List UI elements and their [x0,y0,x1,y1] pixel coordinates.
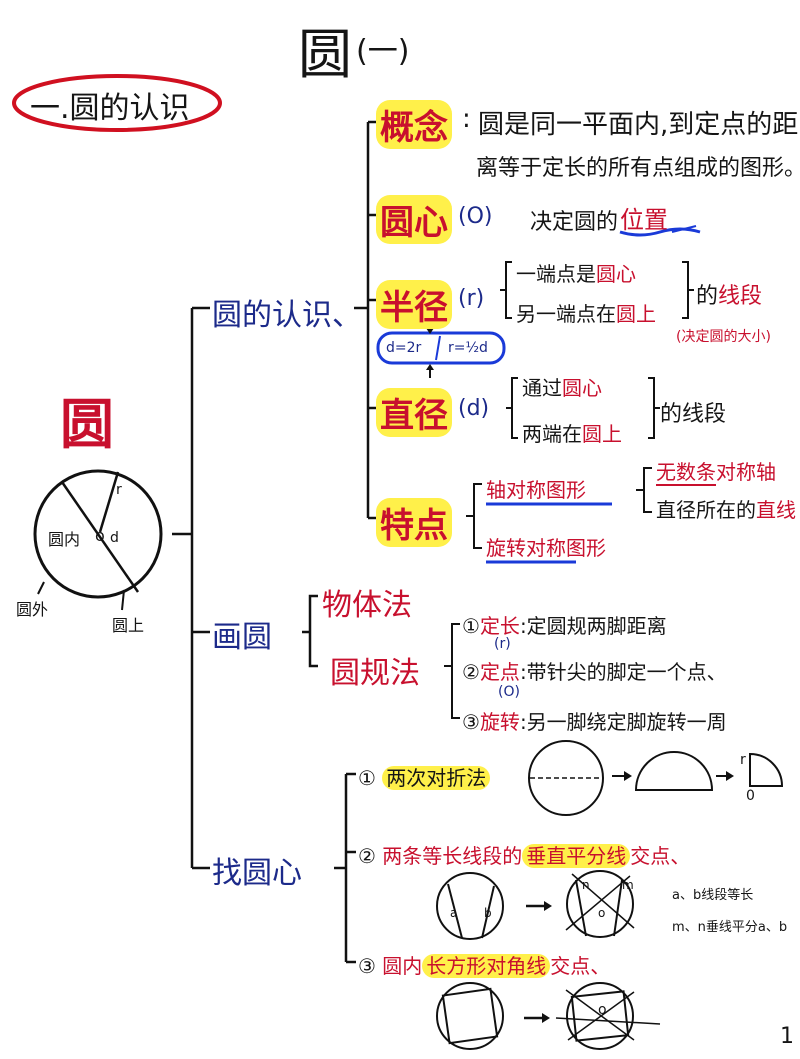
diameter-symbol: (d) [458,396,490,421]
radius-symbol: (r) [458,286,485,311]
fold-letter-zero: 0 [746,788,755,804]
step-1: ①定长:定圆规两脚距离 [462,614,667,638]
section-ellipse [12,74,222,132]
radius-result: 的线段 [696,284,763,309]
center-term: 圆心 [376,195,452,244]
find-step-2: ② 两条等长线段的垂直平分线交点、 [358,844,691,868]
diameter-line1-key: 圆心 [562,376,602,400]
section-label: 一.圆的认识 [30,91,190,126]
branch2-label: 画圆 [212,620,272,655]
feature-axis: 轴对称图形 [486,478,586,502]
method-object: 物体法 [322,588,412,623]
half-circle [634,751,714,791]
circle-diam-letter: d [110,530,119,546]
find-step-2-key: 垂直平分线 [522,844,631,868]
label-on: 圆上 [112,616,145,635]
feature-rot: 旋转对称图形 [486,536,606,560]
rect-o: o [598,1002,607,1018]
fold-letter-r: r [740,752,746,768]
find-step-3-key: 长方形对角线 [422,954,551,978]
on-pointer [121,589,125,611]
radius-note: (决定圆的大小) [676,329,771,345]
step-2: ②定点:带针尖的脚定一个点、 [462,660,727,684]
bisect-m: m [622,878,634,892]
feature-axis-line-key: 直线 [756,498,796,522]
find-step-1-key: 两次对折法 [382,766,491,790]
note-1: a、b线段等长 [672,888,754,903]
concept-colon: : [462,104,471,134]
outside-pointer [37,581,45,595]
diameter-line2-key: 圆上 [582,422,622,446]
features-term: 特点 [376,498,452,547]
radius-result-key: 线段 [718,284,763,309]
bisect-o: o [598,906,606,920]
find-step-3: ③ 圆内长方形对角线交点、 [358,954,611,978]
formula-right: r=½d [448,340,488,356]
main-circle [33,469,163,599]
bisect-a: a [450,906,458,920]
find-step-1: ① 两次对折法 [358,762,491,791]
formula-left: d=2r [386,340,422,356]
feature-axis-count: 无数条对称轴 [656,460,776,486]
center-word: 圆 [60,393,114,456]
step-2-key: 定点 [479,660,520,684]
label-inside: 圆内 [48,530,81,549]
radius-line [98,471,120,533]
branch3-label: 找圆心 [212,856,302,891]
step-3-key: 旋转 [479,710,520,734]
formula-box [376,331,506,365]
radius-line2: 另一端点在圆上 [516,302,656,326]
circle-center-letter: o [95,526,105,545]
concept-line2: 离等于定长的所有点组成的图形。 [476,156,800,181]
step-3: ③旋转:另一脚绕定脚旋转一周 [462,710,727,734]
quarter-shape [749,752,784,787]
radius-term: 半径 [376,280,452,329]
page-title: 圆 [298,23,352,86]
radius-line1-key: 圆心 [596,262,636,286]
concept-term: 概念 [376,100,452,149]
diameter-line [60,481,140,593]
center-symbol: (O) [458,204,493,229]
diameter-term: 直径 [376,388,452,437]
diameter-line2: 两端在圆上 [522,422,622,446]
radius-line2-key: 圆上 [616,302,656,326]
label-outside: 圆外 [16,600,49,619]
circle-radius-letter: r [116,482,122,498]
concept-line1: 圆是同一平面内,到定点的距 [478,110,799,140]
bisect-b: b [484,906,492,920]
diameter-result: 的线段 [660,402,727,427]
diameter-line1: 通过圆心 [522,376,602,400]
center-desc-key: 位置 [620,206,668,234]
note-2: m、n垂线平分a、b [672,920,788,935]
page-number: 1 [780,1024,794,1049]
center-desc: 决定圆的 [530,210,619,235]
r-mark: (r) [494,636,511,652]
method-compass: 圆规法 [330,656,420,691]
branch1-label: 圆的认识、 [212,298,362,333]
feature-axis-line: 直径所在的直线 [656,498,796,522]
page-subtitle: (一) [356,34,410,69]
o-mark: (O) [498,684,520,700]
radius-line1: 一端点是圆心 [516,262,636,286]
bisect-n: n [582,878,590,892]
feature-axis-count-key: 无数条 [656,460,716,486]
step-1-key: 定长 [479,614,520,638]
